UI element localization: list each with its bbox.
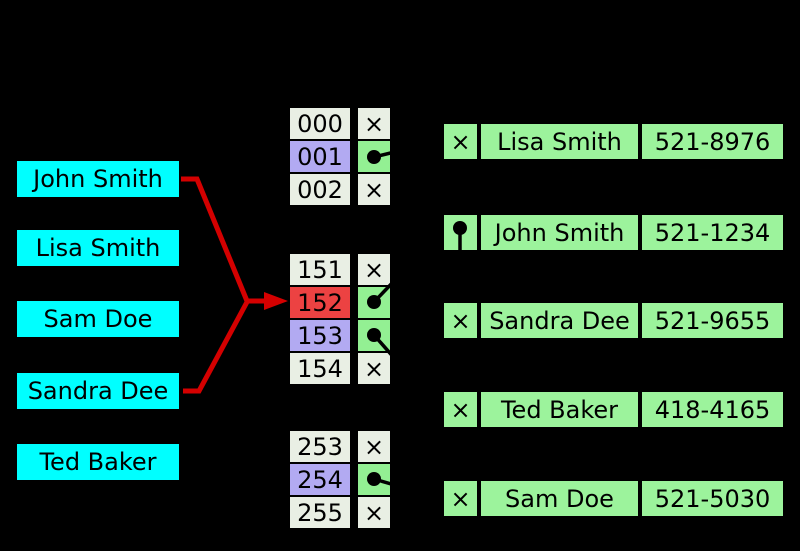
- bucket-slot-001 pointer-cell: [356, 139, 392, 174]
- bucket-slot-153 pointer-cell: [356, 318, 392, 353]
- collision-arrowhead: [264, 292, 288, 310]
- record-0-name: Lisa Smith: [481, 124, 638, 159]
- bucket-index-001: 001: [288, 139, 352, 174]
- bucket-slot-152 pointer-cell: [356, 285, 392, 320]
- key-box-ted-baker: Ted Baker: [17, 444, 179, 480]
- record-0-next-pointer null-marker: ×: [444, 124, 477, 159]
- record-2-next-pointer null-marker: ×: [444, 303, 477, 338]
- bucket-index-255: 255: [288, 495, 352, 530]
- bucket-slot-000 null-marker: ×: [356, 106, 392, 141]
- bucket-slot-254 pointer-cell: [356, 462, 392, 497]
- key-box-lisa-smith: Lisa Smith: [17, 230, 179, 266]
- bucket-index-253: 253: [288, 429, 352, 464]
- bucket-index-151: 151: [288, 252, 352, 287]
- record-4-next-pointer null-marker: ×: [444, 481, 477, 516]
- record-2-phone: 521-9655: [642, 303, 783, 338]
- record-1-phone: 521-1234: [642, 215, 783, 250]
- collision-arrow-sandra: [183, 300, 250, 394]
- collision-arrow-john: [181, 176, 250, 302]
- record-4-phone: 521-5030: [642, 481, 783, 516]
- record-3-phone: 418-4165: [642, 392, 783, 427]
- record-4-name: Sam Doe: [481, 481, 638, 516]
- record-2-name: Sandra Dee: [481, 303, 638, 338]
- bucket-index-002: 002: [288, 172, 352, 207]
- record-1-next-pointer pointer-cell: [444, 215, 477, 250]
- bucket-slot-253 null-marker: ×: [356, 429, 392, 464]
- key-box-john-smith: John Smith: [17, 161, 179, 197]
- record-3-name: Ted Baker: [481, 392, 638, 427]
- record-3-next-pointer null-marker: ×: [444, 392, 477, 427]
- bucket-slot-151 null-marker: ×: [356, 252, 392, 287]
- record-1-name: John Smith: [481, 215, 638, 250]
- bucket-index-000: 000: [288, 106, 352, 141]
- bucket-index-153: 153: [288, 318, 352, 353]
- bucket-index-154: 154: [288, 351, 352, 386]
- record-0-phone: 521-8976: [642, 124, 783, 159]
- bucket-index-254: 254: [288, 462, 352, 497]
- bucket-index-152: 152: [288, 285, 352, 320]
- bucket-slot-002 null-marker: ×: [356, 172, 392, 207]
- bucket-slot-154 null-marker: ×: [356, 351, 392, 386]
- key-box-sandra-dee: Sandra Dee: [17, 373, 179, 409]
- bucket-slot-255 null-marker: ×: [356, 495, 392, 530]
- key-box-sam-doe: Sam Doe: [17, 301, 179, 337]
